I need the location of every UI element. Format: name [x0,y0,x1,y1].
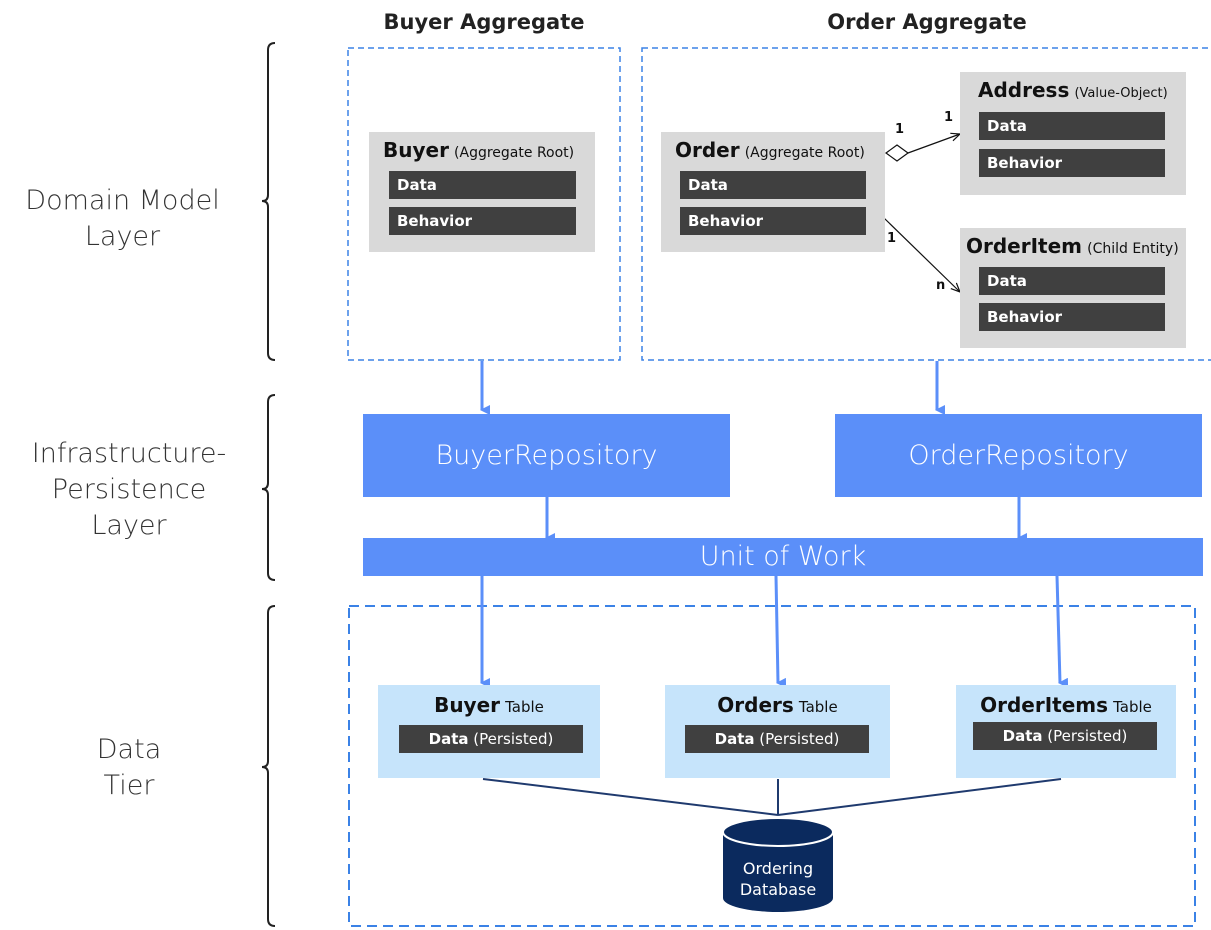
entity-role: (Child Entity) [1087,241,1179,257]
data-bar: Data [389,171,576,199]
table-suffix: Table [798,698,838,716]
layer-label-infrastructure: Infrastructure- Persistence Layer [31,438,227,541]
buyer-entity: Buyer (Aggregate Root) Data Behavior [369,132,595,252]
entity-role: (Aggregate Root) [744,145,865,161]
data-bar: Data [979,112,1165,140]
orderitem-child-entity: OrderItem (Child Entity) Data Behavior [960,228,1186,348]
order-aggregate-boundary [641,47,1211,361]
data-bar: Data [680,171,866,199]
table-name: Buyer [434,693,501,717]
orderitems-table: OrderItems Table Data (Persisted) [956,685,1176,778]
address-value-object: Address (Value-Object) Data Behavior [960,72,1186,195]
multiplicity-order-address-source: 1 [895,122,905,137]
orders-table: Orders Table Data (Persisted) [665,685,890,778]
behavior-bar: Behavior [389,207,576,235]
multiplicity-order-item-source: 1 [887,231,897,246]
layer-label-data: Data Tier [96,734,162,801]
entity-name: Buyer [383,138,449,162]
persisted-data-bar: Data (Persisted) [685,725,869,753]
table-name: OrderItems [980,693,1109,717]
table-name: Orders [717,693,794,717]
order-entity: Order (Aggregate Root) Data Behavior [661,132,885,252]
persisted-data-bar: Data (Persisted) [399,725,583,753]
ordering-database-label: Ordering Database [739,859,817,899]
persisted-data-bar: Data (Persisted) [973,722,1157,750]
buyer-table: Buyer Table Data (Persisted) [378,685,600,778]
order-repository: OrderRepository [835,414,1202,497]
unit-of-work: Unit of Work [363,538,1203,576]
buyer-aggregate-title: Buyer Aggregate [383,10,585,34]
behavior-bar: Behavior [979,303,1165,331]
buyer-repository: BuyerRepository [363,414,730,497]
table-suffix: Table [505,698,544,716]
brace-domain [261,42,276,361]
data-bar: Data [979,267,1165,295]
behavior-bar: Behavior [680,207,866,235]
brace-infrastructure [261,394,276,581]
entity-role: (Aggregate Root) [454,145,575,161]
buyer-aggregate-boundary [347,47,621,361]
multiplicity-order-item-target: n [936,278,946,293]
database-icon [722,817,834,912]
layer-label-domain: Domain Model Layer [25,185,220,252]
behavior-bar: Behavior [979,149,1165,177]
table-suffix: Table [1113,698,1152,716]
multiplicity-order-address-target: 1 [944,110,954,125]
data-tier-boundary [348,605,1196,927]
order-aggregate-title: Order Aggregate [827,10,1027,34]
entity-name: Address [978,78,1070,102]
brace-data [261,605,276,927]
entity-name: Order [675,138,740,162]
aggregation-diamond [884,144,910,162]
entity-name: OrderItem [966,234,1083,258]
entity-role: (Value-Object) [1074,86,1168,101]
